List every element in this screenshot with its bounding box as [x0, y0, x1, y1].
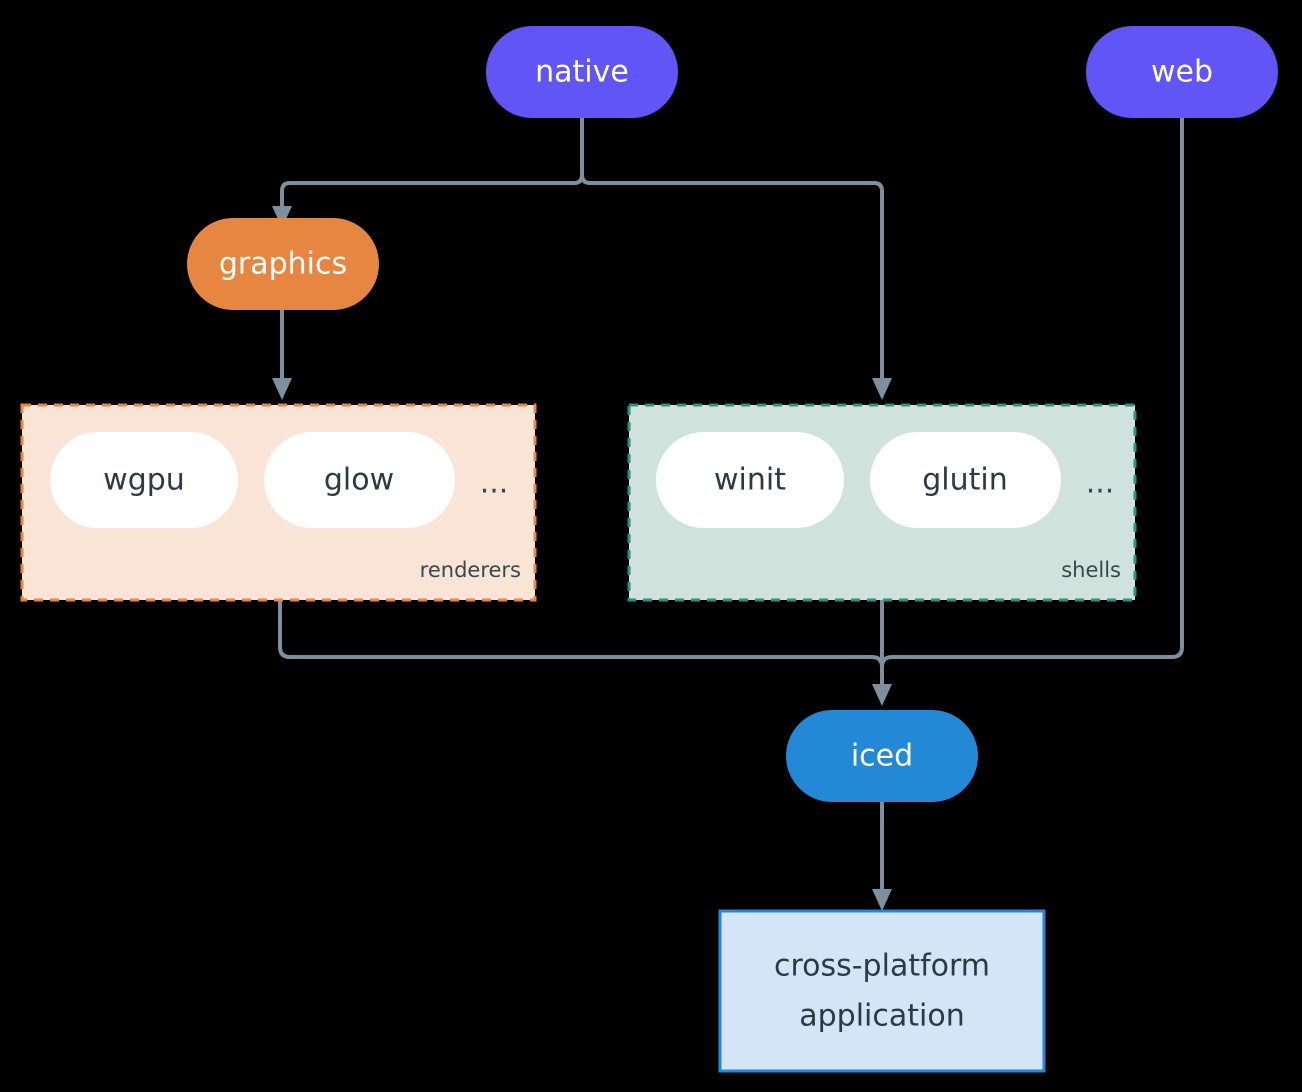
node-application-shape[interactable] [718, 909, 1046, 1073]
edge-native-to-graphics [280, 118, 584, 212]
node-iced-shape[interactable] [786, 710, 978, 802]
node-graphics-shape[interactable] [187, 218, 379, 310]
arrowhead-native-to-shells [872, 378, 892, 400]
edge-renderers-to-iced [278, 600, 884, 690]
node-wgpu-label: wgpu [103, 463, 185, 498]
arrowhead-graphics-to-renderers [272, 378, 292, 400]
node-native[interactable]: native [486, 26, 678, 118]
cluster-shells: winit glutin ... shells [627, 403, 1137, 602]
renderers-ellipsis: ... [480, 466, 509, 501]
node-web[interactable]: web [1086, 26, 1278, 118]
cluster-renderers-label: renderers [420, 558, 521, 582]
node-graphics[interactable]: graphics [187, 218, 379, 310]
cluster-shells-label: shells [1061, 558, 1121, 582]
edge-web-to-iced [880, 118, 1184, 690]
node-iced-label: iced [851, 739, 913, 774]
node-glow[interactable] [264, 432, 455, 528]
arrowhead-to-iced [872, 684, 892, 706]
node-glutin-label: glutin [922, 463, 1008, 498]
node-iced[interactable]: iced [786, 710, 978, 802]
edge-layer [272, 118, 1184, 911]
arrowhead-native-to-graphics [272, 206, 292, 228]
node-application-label-line1: cross-platform [774, 949, 990, 984]
node-application-label-line2: application [799, 999, 964, 1034]
arrowhead-iced-to-application [872, 889, 892, 911]
node-web-label: web [1151, 55, 1213, 90]
node-graphics-label: graphics [219, 247, 347, 282]
node-native-shape[interactable] [486, 26, 678, 118]
edge-native-to-shells [580, 118, 884, 383]
node-winit-label: winit [714, 463, 786, 498]
node-native-label: native [535, 55, 629, 90]
cluster-renderers: wgpu glow ... renderers [20, 403, 537, 602]
node-application[interactable]: cross-platform application [718, 909, 1046, 1073]
node-glow-label: glow [324, 463, 394, 498]
shells-ellipsis: ... [1086, 466, 1115, 501]
node-wgpu[interactable] [50, 432, 238, 528]
node-glutin[interactable] [870, 432, 1061, 528]
node-winit[interactable] [656, 432, 844, 528]
node-web-shape[interactable] [1086, 26, 1278, 118]
